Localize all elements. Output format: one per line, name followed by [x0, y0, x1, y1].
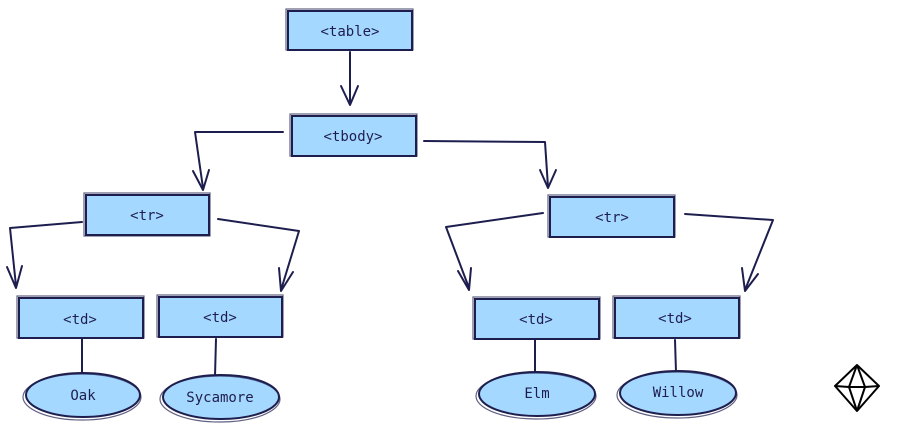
leaf-elm-outline: [475, 372, 597, 420]
node-table-outline: [285, 8, 414, 51]
node-tr-left-outline: [83, 192, 211, 237]
node-tr-right-outline: [547, 194, 676, 238]
arrowhead-td-sycamore: [278, 267, 294, 292]
node-tbody-box: [291, 115, 417, 157]
node-tbody[interactable]: <tbody>: [289, 113, 418, 157]
node-td-elm[interactable]: <td>: [472, 296, 601, 340]
leaf-elm-ellipse: [478, 371, 596, 417]
edge-tbody-tr-left: [194, 131, 284, 189]
node-tbody-outline: [289, 113, 418, 157]
node-td-elm-outline: [472, 296, 601, 340]
node-tr-right[interactable]: <tr>: [547, 194, 676, 238]
edge-td-sycamore-leaf: [214, 338, 217, 377]
node-tr-left[interactable]: <tr>: [83, 192, 211, 237]
node-tr-left-label: <tr>: [130, 208, 164, 224]
edge-tbody-tr-right: [423, 140, 549, 188]
node-tr-right-label: <tr>: [595, 210, 629, 226]
leaf-oak-label: Oak: [70, 388, 96, 404]
leaf-sycamore[interactable]: Sycamore: [159, 374, 281, 423]
edge-tr-td-elm: [445, 212, 544, 289]
node-td-elm-label: <td>: [519, 312, 553, 328]
node-td-willow-box: [614, 297, 740, 339]
node-tbody-label: <tbody>: [323, 129, 382, 145]
leaf-willow[interactable]: Willow: [616, 370, 738, 419]
leaf-oak-ellipse: [25, 372, 141, 418]
leaf-willow-ellipse: [619, 370, 737, 416]
node-tr-right-box: [549, 196, 675, 238]
edge-tr-td-oak: [9, 221, 83, 287]
node-td-willow[interactable]: <td>: [612, 295, 741, 339]
node-td-oak-label: <td>: [63, 312, 97, 328]
node-td-sycamore-label: <td>: [203, 310, 237, 326]
edges: [6, 51, 774, 377]
edge-td-willow-leaf: [674, 339, 677, 373]
arrowhead-tr-right: [539, 169, 557, 189]
leaf-elm[interactable]: Elm: [475, 371, 597, 420]
node-td-sycamore-outline: [156, 294, 284, 338]
edge-tr-td-sycamore: [217, 218, 300, 291]
node-td-oak[interactable]: <td>: [16, 295, 145, 339]
arrowhead-tr-left: [192, 169, 210, 191]
leaf-willow-outline: [616, 371, 738, 419]
node-tr-left-box: [85, 194, 210, 236]
node-table[interactable]: <table>: [285, 8, 414, 51]
arrowhead-td-oak: [6, 265, 23, 289]
arrowhead-td-willow: [741, 267, 759, 292]
leaf-sycamore-outline: [159, 375, 281, 423]
leaf-willow-label: Willow: [653, 385, 704, 401]
node-td-oak-outline: [16, 295, 145, 339]
excalidraw-logo-icon: [834, 364, 880, 412]
node-td-willow-outline: [612, 295, 741, 339]
leaf-elm-label: Elm: [524, 386, 549, 402]
arrowhead-td-elm: [457, 267, 472, 291]
node-table-label: <table>: [320, 24, 379, 40]
leaf-sycamore-label: Sycamore: [186, 390, 253, 406]
leaf-oak[interactable]: Oak: [22, 372, 142, 421]
leaf-sycamore-ellipse: [162, 374, 280, 420]
edge-tr-td-willow: [684, 213, 774, 291]
arrowhead-tbody: [340, 85, 359, 106]
node-td-willow-label: <td>: [658, 311, 692, 327]
node-td-sycamore[interactable]: <td>: [156, 294, 284, 338]
node-table-box: [287, 10, 413, 51]
leaf-oak-outline: [22, 373, 142, 421]
